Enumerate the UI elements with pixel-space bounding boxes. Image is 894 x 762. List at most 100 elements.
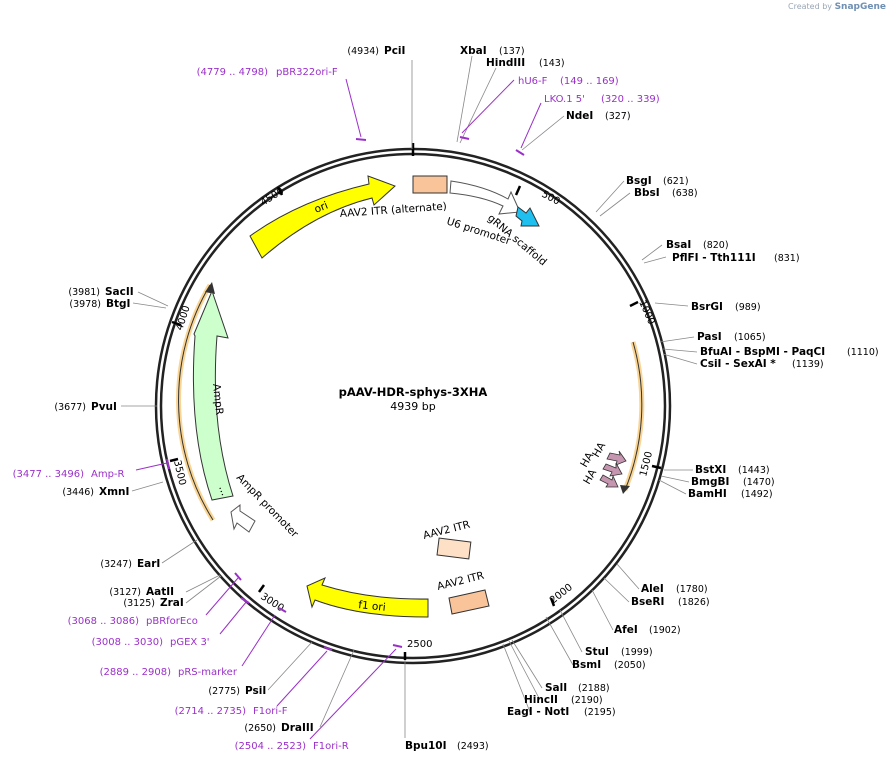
tick-1500: 1500 [638,450,655,477]
primer-range-prs-marker: (2889 .. 2908) [100,667,172,678]
itr-label-2: AAV2 ITR [436,570,485,593]
primer-range-lko1: (320 .. 339) [601,94,660,105]
tick-4500: 4500 [259,186,286,209]
enzyme-pos-bstxi: (1443) [738,465,770,476]
enzyme-leader-lines [121,55,698,738]
enzyme-eagi-noti: EagI - NotI [507,706,569,718]
tick-4500-mark [276,186,284,196]
u6-promoter-feature [449,180,521,215]
enzyme-pos-draiii: (2650) [244,723,276,734]
enzyme-labels: (4934) PciI XbaI (137) HindIII (143) Nde… [54,45,878,752]
tick-1500-mark [651,464,662,470]
plasmid-name: pAAV-HDR-sphys-3XHA [339,385,488,399]
ori-label: ori [313,200,330,216]
watermark-brand: SnapGene [834,2,886,12]
enzyme-bamhi: BamHI [688,488,727,500]
primer-leader-lines [135,78,542,740]
f1-ori-label: f1 ori [358,599,386,614]
plasmid-length: 4939 bp [390,400,435,413]
enzyme-aatii: AatII [146,586,174,598]
ha-label-3: HA [581,467,599,487]
tick-3000-mark [257,584,266,593]
tick-500: 500 [540,189,562,208]
enzyme-pos-bsai: (820) [703,240,729,251]
ha-feature-1 [606,450,627,466]
enzyme-afei: AfeI [614,624,638,636]
enzyme-pos-zrai: (3125) [123,598,155,609]
primer-range-hu6-f: (149 .. 169) [560,76,619,87]
primer-labels: (4779 .. 4798) pBR322ori-F hU6-F (149 ..… [13,67,660,752]
enzyme-pos-psii: (2775) [208,686,240,697]
tick-2000-mark [549,597,556,607]
enzyme-pos-eari: (3247) [100,559,132,570]
tick-2500: 2500 [407,639,432,650]
enzyme-pos-sali: (2188) [578,683,610,694]
primer-range-pgex3: (3008 .. 3030) [92,637,164,648]
primer-amp-r: Amp-R [91,469,125,480]
ampr-dots: ... [216,484,231,498]
enzyme-psii: PsiI [245,685,266,697]
enzyme-csii-sexai: CsiI - SexAI * [700,358,776,370]
tick-1000-mark [629,300,639,308]
enzyme-bpu10i: Bpu10I [405,740,447,752]
enzyme-pos-stui: (1999) [621,647,653,658]
enzyme-bbsi: BbsI [634,187,660,199]
itr-label-1: AAV2 ITR [422,519,471,542]
enzyme-pos-bmgbi: (1470) [743,477,775,488]
enzyme-pos-pflfi: (831) [774,253,800,264]
enzyme-pos-bsrgi: (989) [735,302,761,313]
itr-alternate-feature [412,175,448,194]
enzyme-pos-pcii: (4934) [347,46,379,57]
enzyme-stui: StuI [585,646,609,658]
insert-arrowhead [620,485,630,494]
insert-orange-arc-core [624,341,643,491]
tick-500-mark [514,185,522,196]
enzyme-ndei: NdeI [566,110,593,122]
itr-alternate-label: AAV2 ITR (alternate) [339,201,447,220]
enzyme-hindiii: HindIII [486,57,525,69]
primer-prs-marker: pRS-marker [178,667,238,678]
enzyme-pos-pasi: (1065) [734,332,766,343]
enzyme-pos-ndei: (327) [605,111,631,122]
enzyme-xbai: XbaI [460,45,487,57]
ha-feature-3 [599,474,619,488]
enzyme-pos-bsmi: (2050) [614,660,646,671]
enzyme-pos-xbai: (137) [499,46,525,57]
enzyme-zrai: ZraI [160,597,184,609]
enzyme-pos-csii: (1139) [792,359,824,370]
primer-range-f1ori-f: (2714 .. 2735) [175,706,247,717]
enzyme-eari: EarI [137,558,160,570]
snapgene-watermark: Created by SnapGene [788,2,886,12]
enzyme-bseri: BseRI [631,596,664,608]
itr-feature-1 [436,537,472,560]
primer-pbrforeco: pBRforEco [146,616,198,627]
primer-pgex3: pGEX 3' [170,637,210,648]
enzyme-pvui: PvuI [91,401,117,413]
watermark-prefix: Created by [788,2,833,11]
primer-range-pbrforeco: (3068 .. 3086) [68,616,140,627]
enzyme-pos-bseri: (1826) [678,597,710,608]
ampr-feature [192,289,234,501]
enzyme-sali: SalI [545,682,567,694]
primer-pbr322ori-f: pBR322ori-F [276,67,338,78]
tick-4000-mark [171,320,182,327]
ha-feature-2 [602,462,623,477]
enzyme-xmni: XmnI [99,486,129,498]
enzyme-pos-btgi: (3978) [69,299,101,310]
enzyme-pos-bbsi: (638) [672,188,698,199]
f1-ori-feature [306,577,429,618]
enzyme-btgi: BtgI [106,298,130,310]
enzyme-sacii: SacII [105,286,134,298]
primer-lko1: LKO.1 5' [544,94,585,105]
enzyme-alei: AleI [641,583,664,595]
enzyme-pos-sacii: (3981) [68,287,100,298]
enzyme-pos-hindiii: (143) [539,58,565,69]
tick-3000: 3000 [258,591,285,614]
primer-range-pbr322ori-f: (4779 .. 4798) [197,67,269,78]
enzyme-pasi: PasI [697,331,722,343]
ampr-label: AmpR [210,383,225,415]
enzyme-pos-pvui: (3677) [54,402,86,413]
primer-f1ori-f: F1ori-F [253,706,288,717]
enzyme-pos-bamhi: (1492) [741,489,773,500]
